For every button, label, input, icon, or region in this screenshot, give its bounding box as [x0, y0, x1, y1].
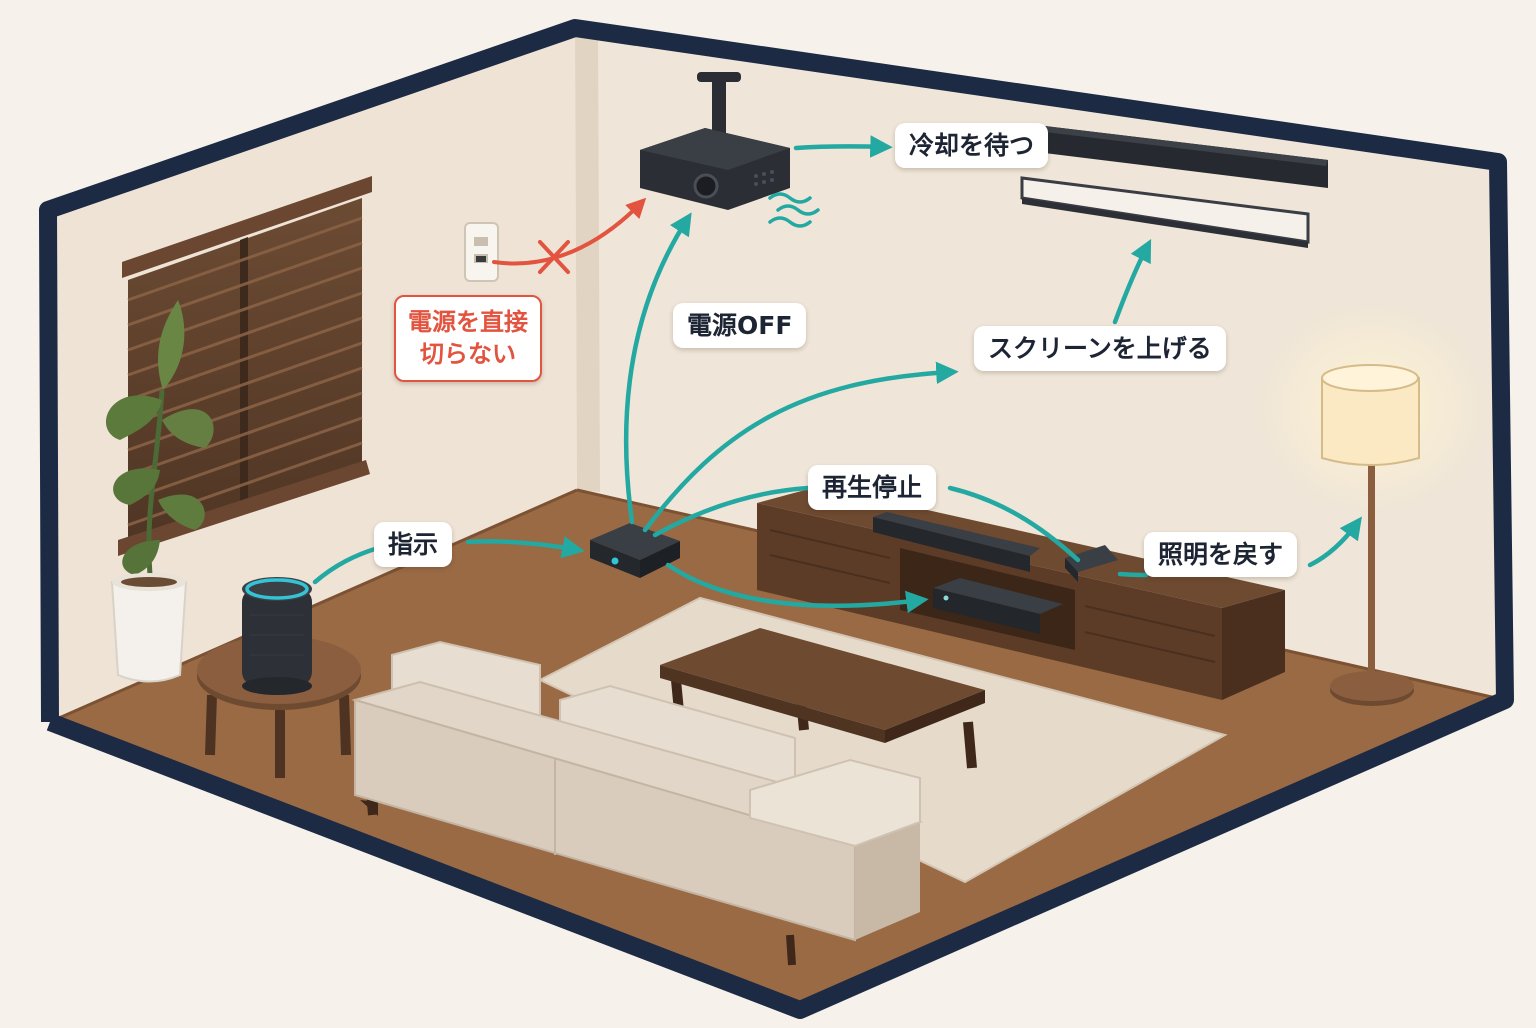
- window-blinds: [118, 176, 372, 556]
- tv-device-box: [1065, 545, 1118, 582]
- label-stop-playback: 再生停止: [808, 465, 937, 510]
- arrow-hub-to-projector: [623, 212, 692, 525]
- label-no-direct-power-cut: 電源を直接 切らない: [394, 295, 542, 383]
- room-outline: [39, 19, 1514, 1019]
- arrow-hub-to-player: [665, 562, 929, 614]
- soundbar-icon: [873, 512, 1040, 572]
- label-restore-light: 照明を戻す: [1144, 532, 1298, 577]
- smart-speaker-icon: [242, 577, 312, 695]
- projector-icon: [640, 72, 790, 210]
- flow-arrows: [312, 135, 1362, 614]
- arrow-stop-to-device: [947, 485, 1081, 563]
- arrow-speaker-to-instruct: [312, 545, 381, 585]
- arrow-device-to-light: [1117, 571, 1149, 578]
- floor-seam-left: [49, 488, 578, 724]
- arrow-screenlabel-to-screen: [1112, 239, 1152, 325]
- potted-plant: [105, 300, 214, 683]
- label-power-off: 電源OFF: [673, 303, 807, 348]
- arrow-hub-to-screen-label: [642, 361, 959, 533]
- cross-mark-icon: [538, 240, 570, 274]
- warning-line-2: 切らない: [420, 339, 516, 368]
- sofa: [351, 640, 924, 966]
- label-instruct: 指示: [374, 522, 453, 567]
- warning-arrow: [492, 197, 647, 266]
- warning-line-1: 電源を直接: [408, 308, 528, 336]
- cooling-waves: [768, 192, 820, 228]
- wall-shadow: [575, 28, 600, 492]
- label-raise-screen: スクリーンを上げる: [974, 326, 1226, 371]
- coffee-table: [660, 628, 985, 769]
- label-wait-cool: 冷却を待つ: [895, 123, 1049, 168]
- arrow-projector-to-cool: [793, 135, 893, 158]
- arrow-light-to-lamp: [1307, 516, 1362, 568]
- wall-outlet-icon: [464, 222, 499, 282]
- floor-lamp-icon: [1252, 298, 1492, 706]
- arrow-instruct-to-hub: [465, 536, 585, 559]
- smart-hub-icon: [590, 523, 680, 578]
- media-player-icon: [933, 578, 1063, 634]
- arrow-hub-to-stop: [652, 485, 811, 538]
- projector-screen-icon: [1020, 123, 1328, 248]
